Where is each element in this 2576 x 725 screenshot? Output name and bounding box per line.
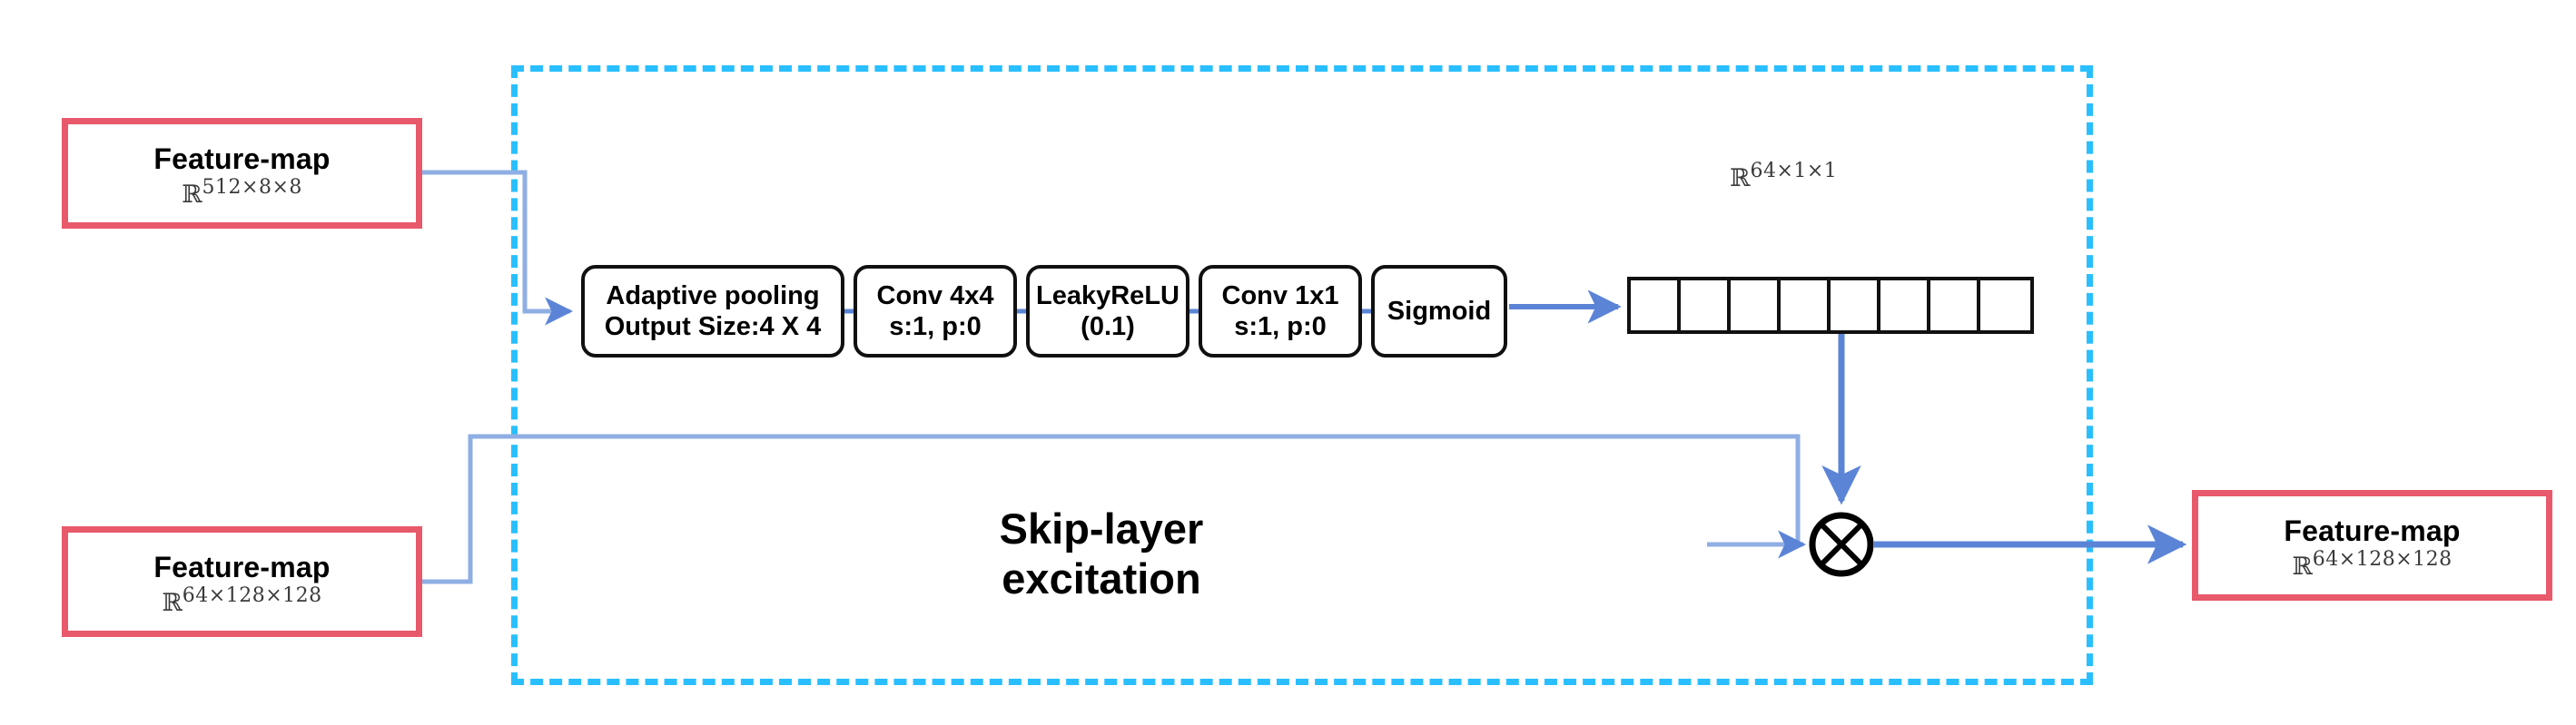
feature-map-output: Feature-map ℝ64×128×128: [2192, 490, 2552, 601]
channel-vector-strip: [1627, 277, 2034, 334]
block-adaptive-pooling-line-2: Output Size:4 X 4: [604, 312, 822, 341]
vector-cell: [1831, 280, 1880, 330]
shape-exponent: 64×1×1: [1750, 160, 1838, 182]
feature-map-input-bottom-label: Feature-map: [153, 551, 331, 584]
block-conv-1x1-line-2: s:1, p:0: [1234, 312, 1327, 341]
block-sigmoid: Sigmoid: [1371, 265, 1507, 358]
vector-cell: [1880, 280, 1930, 330]
block-leaky-relu-line-2: (0.1): [1081, 312, 1135, 341]
shape-exponent: 64×128×128: [2312, 547, 2453, 571]
vector-cell: [1781, 280, 1831, 330]
vector-cell: [1681, 280, 1731, 330]
block-adaptive-pooling-line-1: Adaptive pooling: [606, 280, 820, 310]
feature-map-input-top-shape: ℝ512×8×8: [182, 175, 302, 207]
block-adaptive-pooling: Adaptive pooling Output Size:4 X 4: [581, 265, 844, 358]
blackboard-r-symbol: ℝ: [182, 180, 202, 209]
block-sigmoid-line-1: Sigmoid: [1387, 296, 1492, 326]
shape-exponent: 512×8×8: [202, 175, 302, 199]
vector-shape-label: ℝ64×1×1: [1730, 160, 1838, 192]
feature-map-input-top: Feature-map ℝ512×8×8: [62, 118, 422, 229]
feature-map-input-top-label: Feature-map: [153, 142, 331, 176]
diagram-title-line-2: excitation: [1002, 554, 1201, 603]
vector-cell: [1631, 280, 1681, 330]
block-leaky-relu: LeakyReLU (0.1): [1026, 265, 1189, 358]
feature-map-input-bottom: Feature-map ℝ64×128×128: [62, 526, 422, 637]
multiply-operator-icon: [1809, 512, 1874, 577]
feature-map-output-shape: ℝ64×128×128: [2292, 547, 2453, 579]
blackboard-r-symbol: ℝ: [1730, 164, 1751, 192]
vector-cell: [1731, 280, 1781, 330]
diagram-title: Skip-layer excitation: [906, 505, 1297, 604]
block-conv-4x4-line-2: s:1, p:0: [889, 312, 982, 341]
feature-map-input-bottom-shape: ℝ64×128×128: [162, 583, 322, 615]
vector-cell: [1930, 280, 1980, 330]
skip-layer-excitation-region: [511, 65, 2093, 685]
block-conv-1x1: Conv 1x1 s:1, p:0: [1199, 265, 1362, 358]
diagram-title-line-1: Skip-layer: [999, 505, 1204, 553]
vector-cell: [1980, 280, 2030, 330]
shape-exponent: 64×128×128: [182, 583, 322, 607]
block-leaky-relu-line-1: LeakyReLU: [1036, 280, 1179, 310]
block-conv-4x4: Conv 4x4 s:1, p:0: [854, 265, 1017, 358]
block-conv-1x1-line-1: Conv 1x1: [1221, 280, 1339, 310]
feature-map-output-label: Feature-map: [2284, 514, 2461, 548]
blackboard-r-symbol: ℝ: [2292, 552, 2313, 581]
blackboard-r-symbol: ℝ: [162, 588, 183, 617]
block-conv-4x4-line-1: Conv 4x4: [876, 280, 994, 310]
